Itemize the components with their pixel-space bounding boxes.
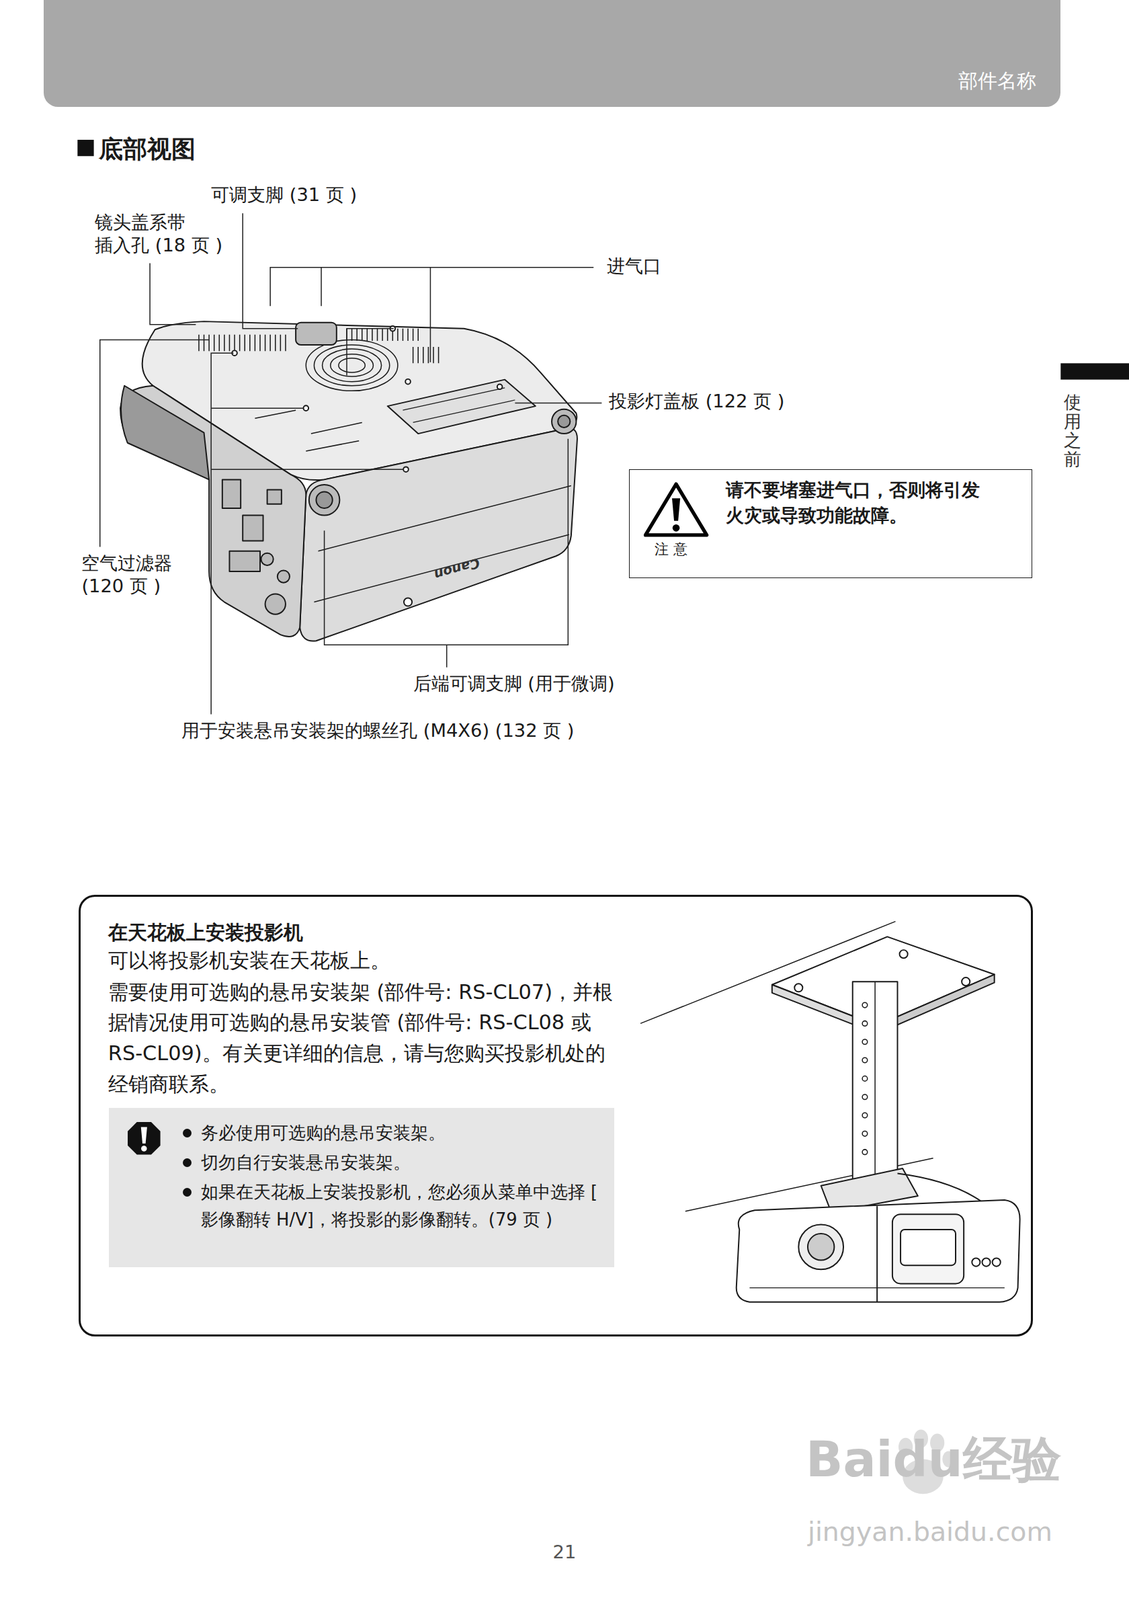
panel-text: 可以将投影机安装在天花板上。 <box>108 944 391 976</box>
ceiling-mount-drawing <box>640 921 1021 1302</box>
part-label: 后端可调支脚 (用于微调) <box>413 672 615 695</box>
note-item: 如果在天花板上安装投影机，您必须从菜单中选择 [ 影像翻转 H/V]，将投影的影… <box>200 1178 599 1234</box>
caution-word: 注 意 <box>654 540 688 559</box>
caution-icon <box>125 1119 163 1157</box>
stop-symbol <box>125 1119 163 1157</box>
part-label: 空气过滤器 (120 页 ) <box>81 551 186 598</box>
title-square <box>77 139 94 156</box>
watermark: Baidu经验 <box>805 1428 1062 1490</box>
brand-mark: Canon <box>432 553 482 583</box>
note-item: 务必使用可选购的悬吊安装架。 <box>200 1118 599 1147</box>
warning-triangle <box>642 479 710 539</box>
part-label: 可调支脚 (31 页 ) <box>211 183 357 207</box>
caution-box: 注 意 请不要堵塞进气口，否则将引发 火灾或导致功能故障。 <box>629 469 1032 578</box>
page-number: 21 <box>553 1540 577 1564</box>
bullet-dot <box>182 1128 193 1138</box>
header-band: 部件名称 <box>43 0 1061 107</box>
ceiling-install-panel: 在天花板上安装投影机可以将投影机安装在天花板上。需要使用可选购的悬吊安装架 (部… <box>78 894 1033 1336</box>
panel-heading: 在天花板上安装投影机 <box>108 920 304 945</box>
section-name: 部件名称 <box>958 68 1037 93</box>
side-tab <box>1060 362 1129 380</box>
part-label: 镜头盖系带 插入孔 (18 页 ) <box>94 211 235 257</box>
page-title: 底部视图 <box>98 133 196 165</box>
projector-drawing <box>120 321 578 641</box>
warning-icon <box>642 479 710 539</box>
bullet-dot <box>182 1157 193 1168</box>
leader-lines <box>100 213 603 714</box>
side-tab-label: 使用之前 <box>1063 392 1082 470</box>
part-label: 进气口 <box>606 254 662 278</box>
note-item: 切勿自行安装悬吊安装架。 <box>200 1148 599 1177</box>
part-label: 用于安装悬吊安装架的螺丝孔 (M4X6) (132 页 ) <box>181 719 574 742</box>
caution-text: 请不要堵塞进气口，否则将引发 火灾或导致功能故障。 <box>725 477 994 529</box>
note-box: 务必使用可选购的悬吊安装架。切勿自行安装悬吊安装架。如果在天花板上安装投影机，您… <box>108 1107 614 1267</box>
watermark-url: jingyan.baidu.com <box>807 1514 1053 1548</box>
part-label: 投影灯盖板 (122 页 ) <box>608 389 785 413</box>
panel-text: 需要使用可选购的悬吊安装架 (部件号: RS-CL07)，并根据情况使用可选购的… <box>108 976 615 1099</box>
bullet-dot <box>182 1187 193 1197</box>
